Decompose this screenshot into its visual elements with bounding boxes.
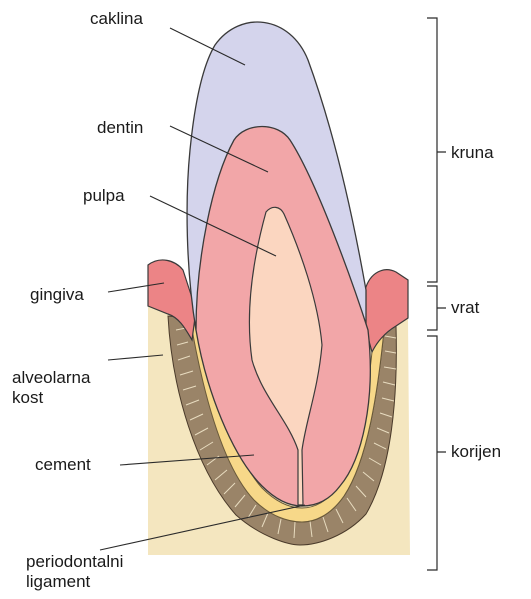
label-periodontalni-line1: periodontalni bbox=[26, 552, 123, 572]
bracket-korijen bbox=[427, 336, 446, 570]
label-alveolarna-line2: kost bbox=[12, 388, 90, 408]
label-pulpa: pulpa bbox=[83, 186, 125, 206]
label-periodontalni-ligament: periodontalni ligament bbox=[26, 552, 123, 592]
label-alveolarna-line1: alveolarna bbox=[12, 368, 90, 388]
label-periodontalni-line2: ligament bbox=[26, 572, 123, 592]
label-caklina: caklina bbox=[90, 9, 143, 29]
region-brackets bbox=[427, 18, 446, 570]
bracket-vrat bbox=[427, 286, 446, 330]
label-dentin: dentin bbox=[97, 118, 143, 138]
region-kruna: kruna bbox=[451, 143, 494, 163]
label-gingiva: gingiva bbox=[30, 285, 84, 305]
region-vrat: vrat bbox=[451, 298, 479, 318]
label-cement: cement bbox=[35, 455, 91, 475]
bracket-kruna bbox=[427, 18, 446, 282]
label-alveolarna-kost: alveolarna kost bbox=[12, 368, 90, 408]
region-korijen: korijen bbox=[451, 442, 501, 462]
